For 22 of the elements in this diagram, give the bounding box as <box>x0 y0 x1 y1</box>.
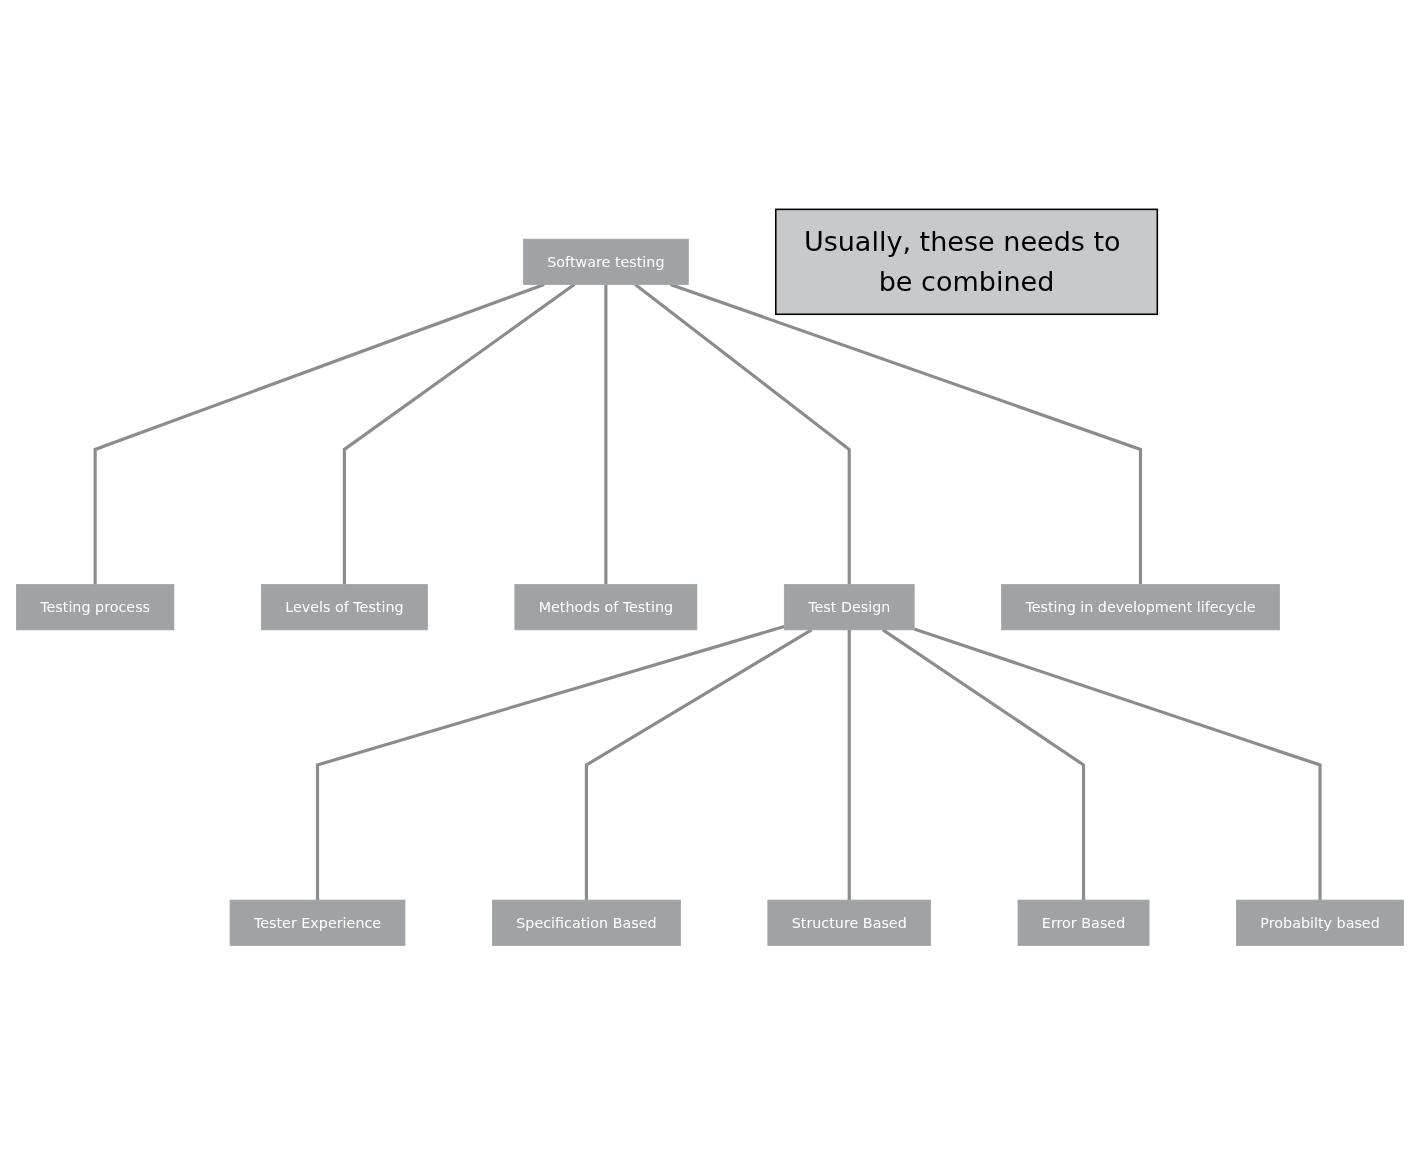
node-box: Levels of Testing <box>260 584 428 631</box>
connector <box>669 283 1143 585</box>
node-box: Error Based <box>1017 899 1150 946</box>
connector <box>315 625 785 901</box>
connector <box>604 284 608 585</box>
connector <box>342 283 576 585</box>
connector <box>847 629 851 901</box>
node-box: Test Design <box>783 584 915 631</box>
node-box: Testing in development lifecycle <box>1001 584 1280 631</box>
connector <box>634 283 851 585</box>
connector <box>584 628 813 901</box>
node-box: Probabilty based <box>1236 899 1404 946</box>
node-box: Usually, these needs to be combined <box>775 208 1159 316</box>
node-box: Specification Based <box>492 899 681 946</box>
connector <box>93 283 545 585</box>
node-box: Methods of Testing <box>514 584 698 631</box>
connector <box>882 628 1086 901</box>
connector <box>913 627 1322 901</box>
node-box: Tester Experience <box>229 899 406 946</box>
node-box: Testing process <box>16 584 175 631</box>
node-box: Software testing <box>523 238 689 285</box>
node-box: Structure Based <box>767 899 931 946</box>
